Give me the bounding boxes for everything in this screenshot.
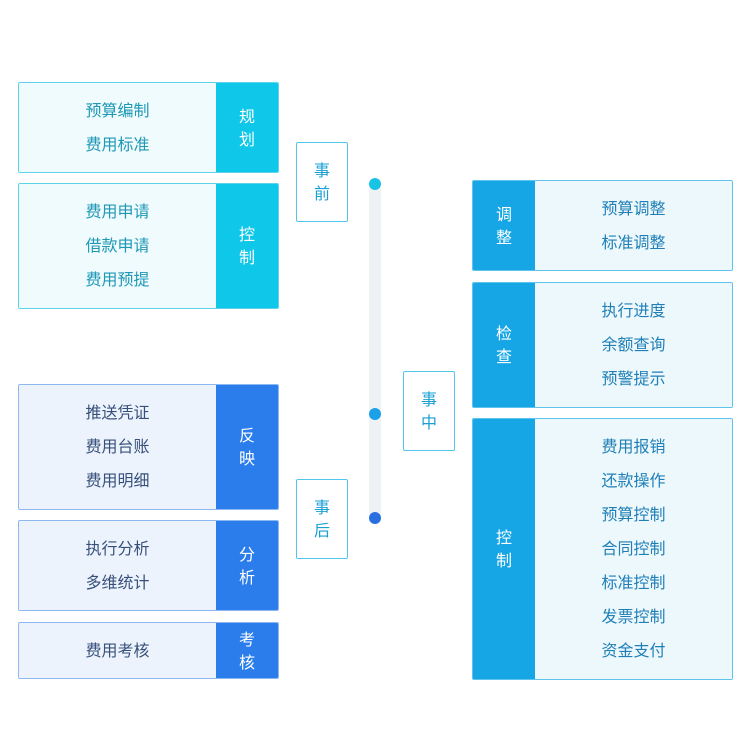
tag-char: 析 [238,567,255,587]
phase-after: 事 后 [296,479,348,559]
list-item[interactable]: 推送凭证 [85,403,150,422]
timeline-dot-during [369,408,381,420]
check-group: 检 查 执行进度 余额查询 预警提示 [472,282,733,408]
tag-char: 反 [238,426,255,445]
check-tag: 检 查 [473,283,535,407]
list-item[interactable]: 费用标准 [85,134,150,154]
list-item[interactable]: 执行分析 [85,538,150,558]
list-item[interactable]: 费用预提 [85,270,150,289]
timeline-dot-before [369,178,381,190]
plan-tag: 规 划 [216,83,278,172]
adjust-items: 预算调整 标准调整 [535,181,732,270]
list-item[interactable]: 预算控制 [601,505,666,524]
reflect-group: 推送凭证 费用台账 费用明细 反 映 [18,384,279,510]
list-item[interactable]: 还款操作 [601,471,666,490]
list-item[interactable]: 标准控制 [601,573,666,592]
tag-char: 控 [238,225,255,244]
list-item[interactable]: 借款申请 [85,236,150,255]
tag-char: 制 [238,248,255,267]
list-item[interactable]: 费用明细 [85,471,150,490]
reflect-items: 推送凭证 费用台账 费用明细 [19,385,216,509]
tag-char: 规 [238,106,255,126]
list-item[interactable]: 多维统计 [85,572,150,592]
tag-char: 整 [495,227,512,247]
analysis-items: 执行分析 多维统计 [19,521,216,610]
list-item[interactable]: 余额查询 [601,335,666,354]
tag-char: 控 [495,528,512,547]
adjust-group: 调 整 预算调整 标准调整 [472,180,733,271]
analysis-group: 执行分析 多维统计 分 析 [18,520,279,611]
tag-char: 核 [238,652,255,672]
control-group-right: 控 制 费用报销 还款操作 预算控制 合同控制 标准控制 发票控制 资金支付 [472,418,733,680]
plan-items: 预算编制 费用标准 [19,83,216,172]
list-item[interactable]: 费用报销 [601,437,666,456]
phase-char: 中 [420,413,437,432]
list-item[interactable]: 标准调整 [601,232,666,252]
check-items: 执行进度 余额查询 预警提示 [535,283,732,407]
plan-group: 预算编制 费用标准 规 划 [18,82,279,173]
adjust-tag: 调 整 [473,181,535,270]
list-item[interactable]: 费用考核 [85,640,150,660]
list-item[interactable]: 费用申请 [85,202,150,221]
assessment-group: 费用考核 考 核 [18,622,279,679]
phase-char: 前 [313,184,330,203]
control-tag-left: 控 制 [216,184,278,308]
assessment-items: 费用考核 [19,623,216,678]
tag-char: 制 [495,551,512,570]
list-item[interactable]: 费用台账 [85,437,150,456]
phase-char: 事 [313,498,330,517]
control-tag-right: 控 制 [473,419,535,679]
list-item[interactable]: 预算调整 [601,198,666,218]
timeline-track [369,184,381,518]
tag-char: 调 [495,204,512,224]
list-item[interactable]: 合同控制 [601,539,666,558]
list-item[interactable]: 预算编制 [85,100,150,120]
list-item[interactable]: 执行进度 [601,301,666,320]
list-item[interactable]: 资金支付 [601,641,666,660]
phase-during: 事 中 [403,371,455,451]
timeline-dot-after [369,512,381,524]
analysis-tag: 分 析 [216,521,278,610]
control-items-left: 费用申请 借款申请 费用预提 [19,184,216,308]
control-items-right: 费用报销 还款操作 预算控制 合同控制 标准控制 发票控制 资金支付 [535,419,732,679]
tag-char: 考 [238,629,255,649]
reflect-tag: 反 映 [216,385,278,509]
tag-char: 分 [238,544,255,564]
list-item[interactable]: 发票控制 [601,607,666,626]
control-group-left: 费用申请 借款申请 费用预提 控 制 [18,183,279,309]
assessment-tag: 考 核 [216,623,278,678]
phase-char: 事 [420,390,437,409]
phase-before: 事 前 [296,142,348,222]
list-item[interactable]: 预警提示 [601,369,666,388]
tag-char: 查 [495,347,512,366]
tag-char: 映 [238,449,255,468]
tag-char: 划 [238,129,255,149]
tag-char: 检 [495,324,512,343]
phase-char: 后 [313,521,330,540]
phase-char: 事 [313,161,330,180]
